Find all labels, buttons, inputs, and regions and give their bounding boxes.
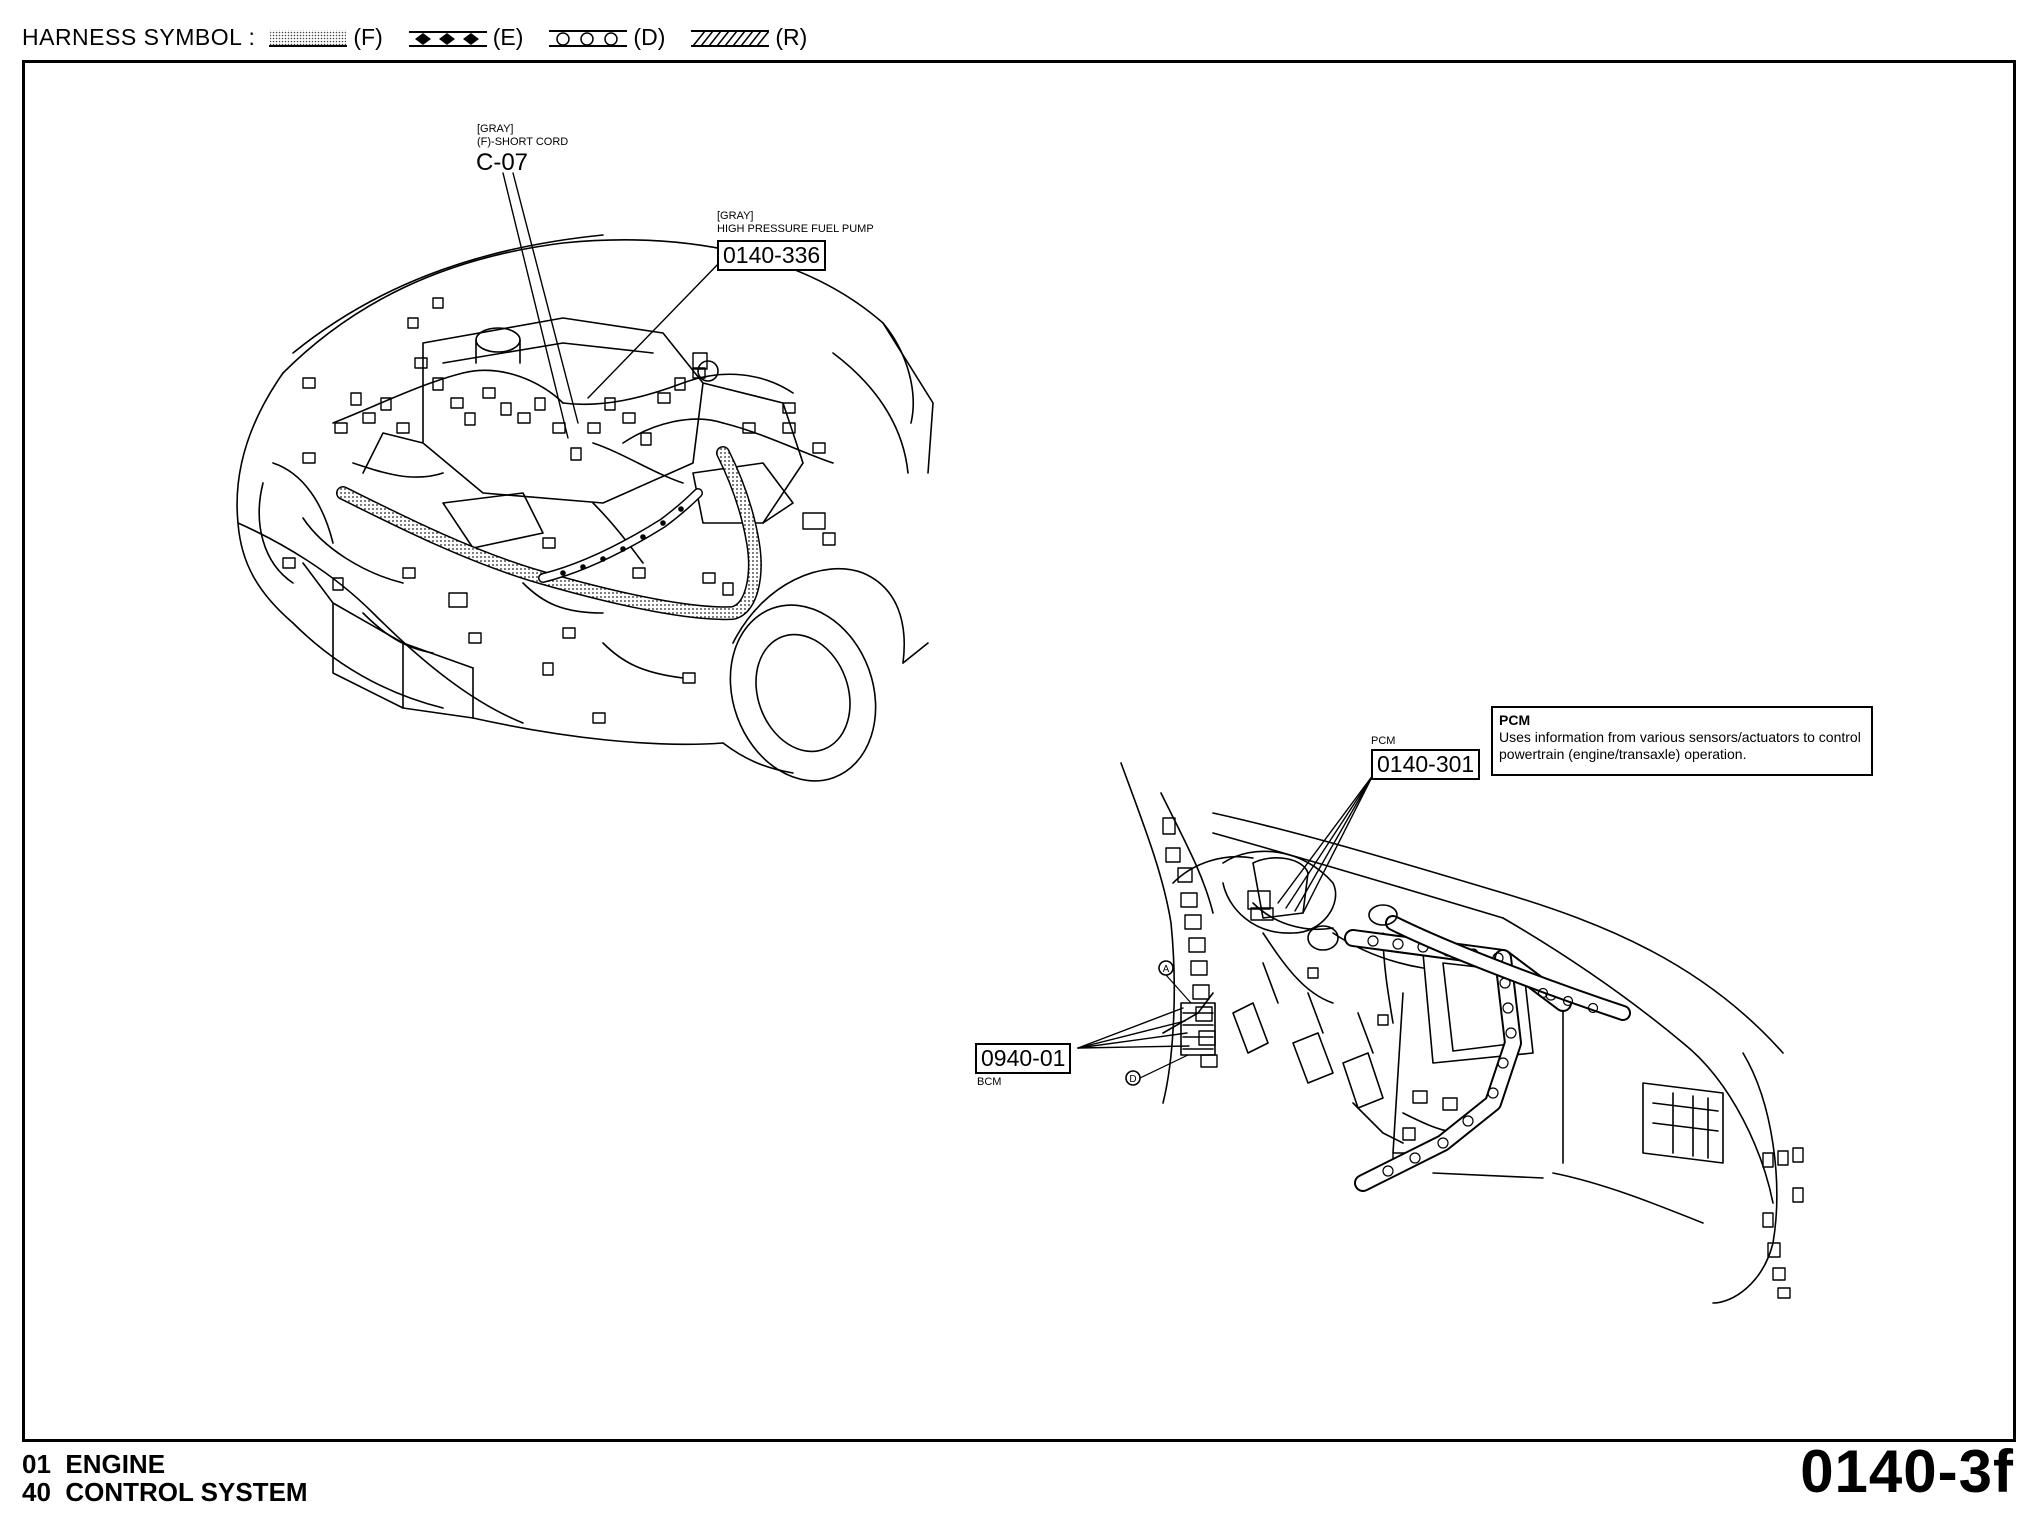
legend-code-e: (E) xyxy=(492,23,524,50)
diamond-harness-symbol-icon xyxy=(408,27,487,47)
fuel-pump-color-label: [GRAY] xyxy=(717,210,754,222)
c07-desc-label: (F)-SHORT CORD xyxy=(477,136,569,148)
fuel-pump-connector-code: 0140-336 xyxy=(717,240,827,271)
legend-code-r: (R) xyxy=(775,23,808,50)
legend-code-d: (D) xyxy=(633,23,666,50)
pcm-description-title: PCM xyxy=(1499,712,1531,728)
dotted-harness-symbol-icon xyxy=(269,27,348,47)
legend-code-f: (F) xyxy=(353,23,383,50)
pcm-label: PCM xyxy=(1371,735,1396,747)
section-engine-label: 01 ENGINE xyxy=(22,1449,166,1479)
pcm-connector-code: 0140-301 xyxy=(1371,749,1481,780)
circle-harness-symbol-icon xyxy=(549,27,628,47)
bcm-label: BCM xyxy=(977,1076,1002,1088)
diagram-frame: A D [GRAY] (F)-SHORT CORD C-07 [GRAY] HI… xyxy=(22,60,2016,1442)
marker-a-text: A xyxy=(1163,964,1170,975)
section-title: 01 ENGINE 40 CONTROL SYSTEM xyxy=(22,1450,308,1506)
instrument-panel-illustration xyxy=(1077,762,1804,1304)
marker-d-text: D xyxy=(1129,1074,1136,1085)
c07-color-label: [GRAY] xyxy=(477,123,514,135)
c07-connector-code: C-07 xyxy=(476,149,529,176)
hatched-harness-symbol-icon xyxy=(691,27,770,47)
page-code: 0140-3f xyxy=(1800,1438,2014,1505)
pcm-description-text: Uses information from various sensors/ac… xyxy=(1499,729,1861,762)
fuel-pump-desc-label: HIGH PRESSURE FUEL PUMP xyxy=(717,223,874,235)
harness-symbol-legend: HARNESS SYMBOL : (F) (E) xyxy=(22,20,827,54)
pcm-description-box: PCM Uses information from various sensor… xyxy=(1491,706,1873,776)
engine-compartment-illustration xyxy=(236,172,934,782)
bcm-connector-code: 0940-01 xyxy=(975,1043,1072,1074)
section-control-system-label: 40 CONTROL SYSTEM xyxy=(22,1477,308,1507)
legend-title: HARNESS SYMBOL : xyxy=(22,23,256,50)
wiring-harness-drawing: A D xyxy=(236,172,1804,1304)
